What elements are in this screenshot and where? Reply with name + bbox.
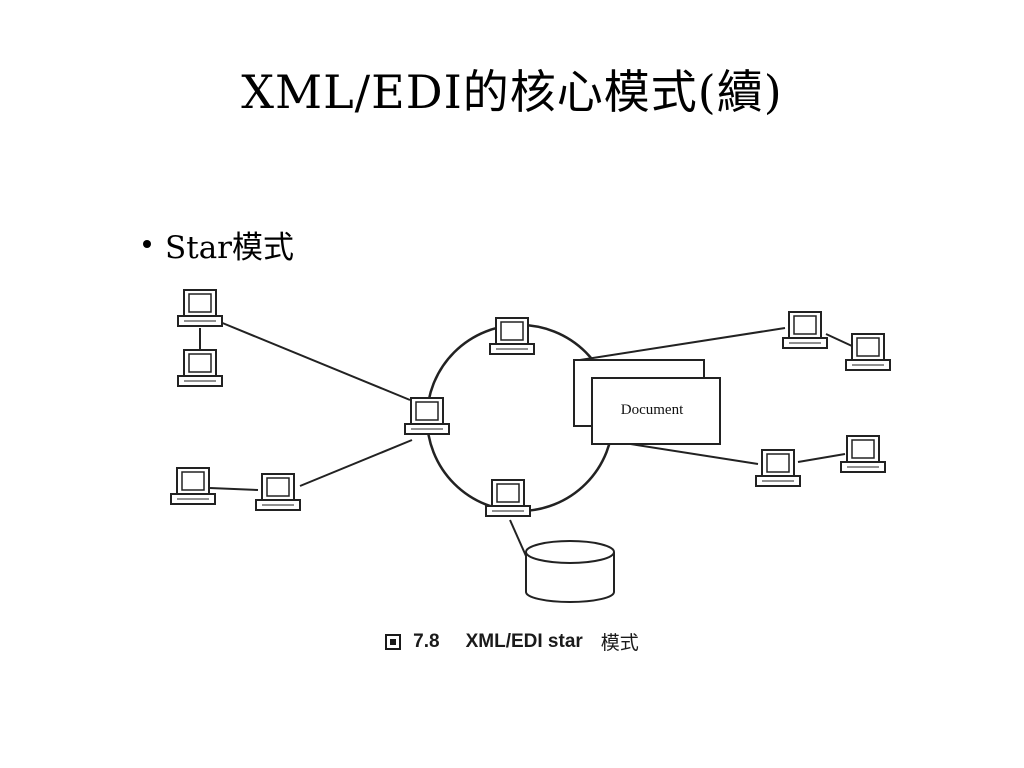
network-lines bbox=[199, 321, 853, 557]
computer-icon bbox=[755, 449, 801, 487]
computer-icon bbox=[489, 317, 535, 355]
document-stack: Document bbox=[573, 359, 721, 445]
computer-icon bbox=[840, 435, 886, 473]
computer-icon bbox=[782, 311, 828, 349]
computer-icon bbox=[255, 473, 301, 511]
bullet-item: Star模式 bbox=[143, 222, 294, 266]
computer-icon bbox=[177, 289, 223, 327]
computer-icon bbox=[170, 467, 216, 505]
database-icon bbox=[525, 540, 615, 603]
bullet-text: Star模式 bbox=[165, 229, 294, 266]
document-label: Document bbox=[621, 402, 684, 418]
computer-icon bbox=[404, 397, 450, 435]
caption-cjk: 模式 bbox=[600, 632, 639, 654]
figure-mark-icon bbox=[385, 633, 402, 650]
figure-caption: 7.8 XML/EDI star 模式 bbox=[0, 628, 1024, 655]
computer-icon bbox=[177, 349, 223, 387]
bullet-dot-icon bbox=[143, 240, 151, 248]
caption-text: XML/EDI star bbox=[465, 630, 583, 652]
computer-icon bbox=[485, 479, 531, 517]
computer-icon bbox=[845, 333, 891, 371]
slide-title: XML/EDI的核心模式(續) bbox=[241, 65, 783, 119]
caption-number: 7.8 bbox=[413, 630, 440, 652]
